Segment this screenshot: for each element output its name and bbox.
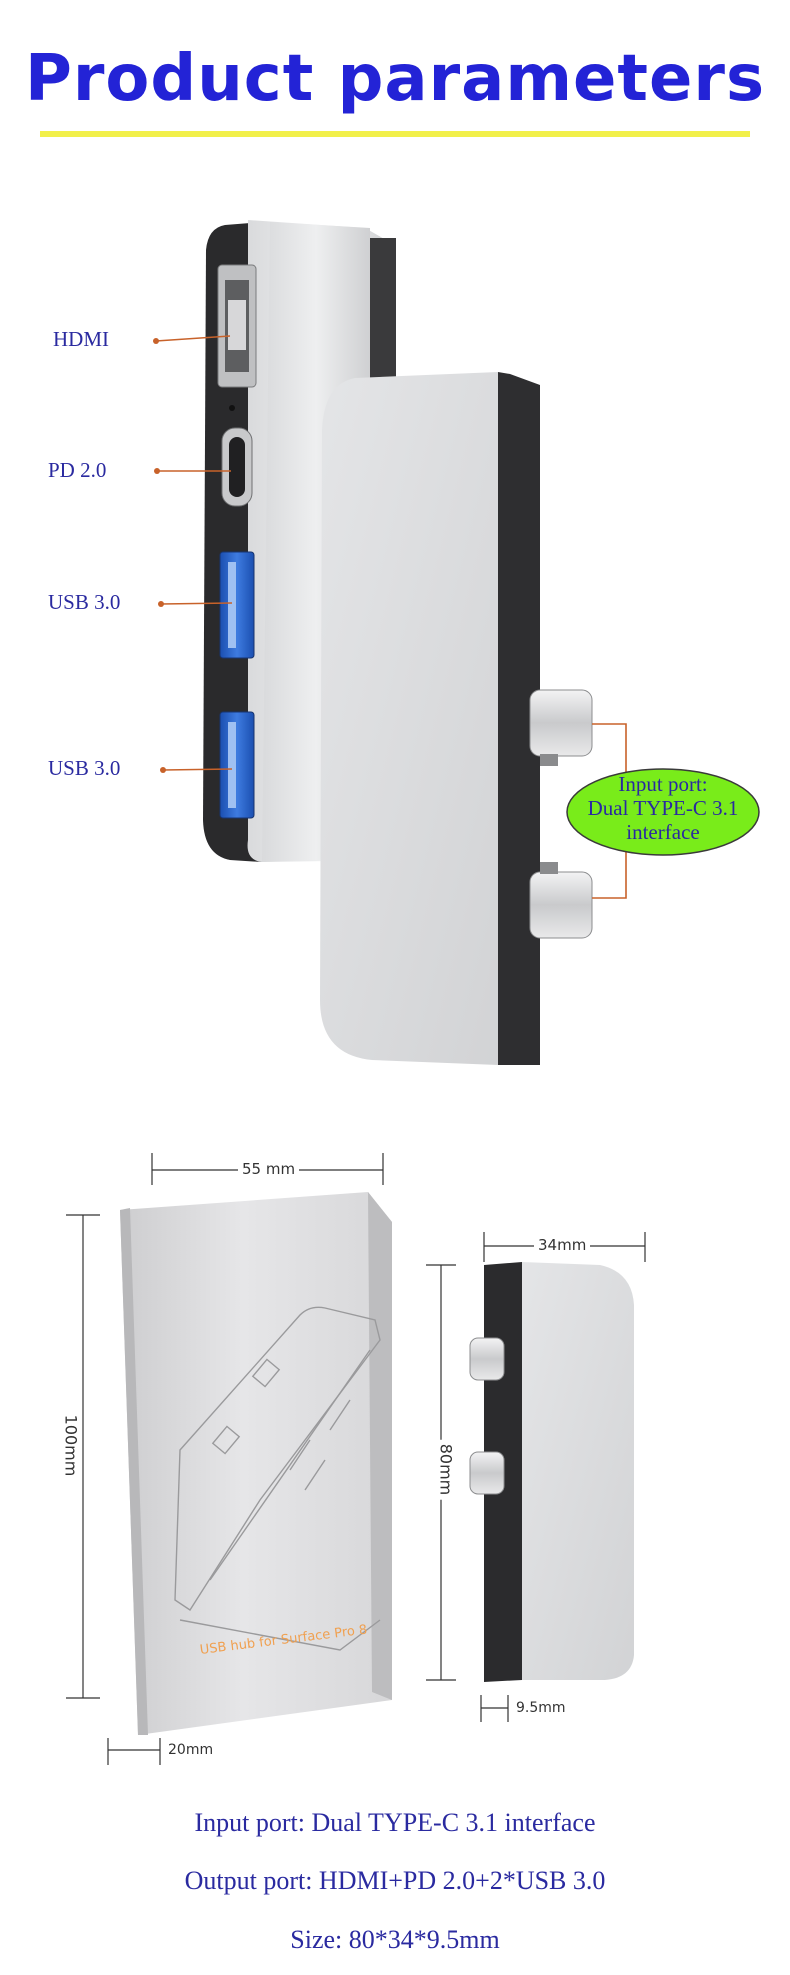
type-c-plug-1-icon (529, 689, 593, 766)
page-title: Product parameters (24, 42, 766, 116)
retail-box (120, 1192, 392, 1735)
hub-front-view (320, 372, 593, 1065)
spec-input-port: Input port: Dual TYPE-C 3.1 interface (194, 1808, 596, 1837)
box-width-label: 55 mm (238, 1160, 300, 1178)
usb-port-1-icon (219, 551, 255, 659)
callout-line-3: interface (626, 820, 700, 844)
box-height-label: 100mm (61, 1410, 81, 1481)
hdmi-port-icon (217, 264, 257, 388)
type-c-plug-2-icon (529, 862, 593, 939)
usb-label-1: USB 3.0 (48, 590, 121, 614)
callout-line-1: Input port: (618, 772, 708, 796)
pd-label: PD 2.0 (48, 458, 107, 482)
device-depth-label: 9.5mm (512, 1700, 570, 1716)
box-depth-label: 20mm (164, 1742, 218, 1758)
side-type-c-plug-2-icon (469, 1451, 505, 1495)
hub-side-view (469, 1262, 634, 1682)
leader-dots (153, 338, 166, 773)
led-indicator-icon (229, 405, 235, 411)
input-port-callout-text: Input port: Dual TYPE-C 3.1 interface (578, 772, 748, 844)
spec-output-port: Output port: HDMI+PD 2.0+2*USB 3.0 (184, 1866, 606, 1895)
hdmi-label: HDMI (53, 327, 109, 351)
device-height-label: 80mm (436, 1439, 456, 1500)
spec-size: Size: 80*34*9.5mm (290, 1925, 500, 1954)
input-port-callout-bubble (566, 768, 760, 856)
callout-line-2: Dual TYPE-C 3.1 (587, 796, 739, 820)
usb-label-2: USB 3.0 (48, 756, 121, 780)
pd-port-icon (221, 427, 253, 507)
title-underline (40, 131, 750, 137)
device-width-label: 34mm (534, 1236, 591, 1254)
side-type-c-plug-1-icon (469, 1337, 505, 1381)
usb-port-2-icon (219, 711, 255, 819)
